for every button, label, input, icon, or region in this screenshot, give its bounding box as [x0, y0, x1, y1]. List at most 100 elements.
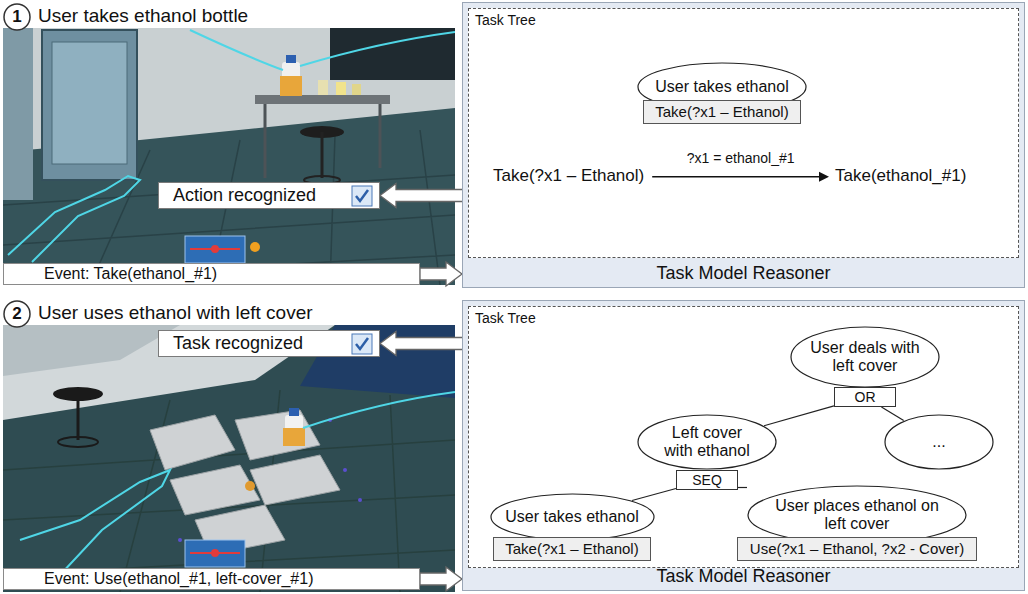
- bottle-label: [280, 76, 302, 96]
- cabinet-door: [52, 42, 127, 164]
- check-mark: [356, 190, 368, 201]
- step-number: 1: [3, 3, 31, 31]
- binding-text: ?x1 = ethanol_#1: [687, 150, 795, 166]
- step-title: User uses ethanol with left cover: [38, 302, 313, 324]
- task-ellipse: ...: [884, 414, 994, 470]
- task-tree-frame: User deals with left coverOR Left cover w…: [468, 306, 1019, 568]
- ellipse-outline: [791, 327, 939, 387]
- node-text: Task Tree: [475, 12, 536, 28]
- particle-dot: [358, 498, 362, 502]
- wall-shelf: [330, 28, 455, 80]
- node-text: Take(?x1 – Ethanol): [655, 103, 788, 120]
- tree-link: [881, 407, 903, 421]
- step-number: 2: [3, 300, 31, 328]
- tree-link: [738, 487, 747, 488]
- task-ellipse: User takes ethanol: [490, 493, 655, 541]
- label-holder: User uses ethanol with left cover: [38, 302, 313, 324]
- reasoner-panel: User deals with left coverOR Left cover w…: [462, 300, 1025, 591]
- node-text: 2: [12, 304, 21, 324]
- cloth-cover: [150, 415, 235, 470]
- ellipse-outline: [491, 494, 654, 540]
- number-circle: [4, 4, 30, 30]
- node-text: Task Tree: [475, 310, 536, 326]
- cloth-cover: [250, 455, 340, 505]
- number-circle: [4, 301, 30, 327]
- cloth-cover: [170, 465, 260, 515]
- stool-ring: [58, 437, 98, 447]
- lab-cabinet: [42, 30, 137, 180]
- recognition-callout: Action recognized: [158, 182, 380, 209]
- node-text: User deals with left cover: [809, 339, 921, 376]
- check-icon: [351, 185, 373, 207]
- check-box: [352, 186, 372, 206]
- label-holder: ?x1 = ethanol_#1: [687, 150, 795, 166]
- node-text: Use(?x1 – Ethanol, ?x2 - Cover): [750, 540, 964, 557]
- node-text: 1: [12, 7, 21, 27]
- label-holder: User takes ethanol bottle: [38, 5, 248, 27]
- check-box: [352, 334, 372, 354]
- task-ellipse: User deals with left cover: [790, 326, 940, 388]
- formula-arrow: [469, 9, 1018, 257]
- ellipse-outline: [885, 415, 993, 469]
- bottle-cap: [289, 408, 299, 416]
- label-holder: Take(ethanol_#1): [835, 166, 966, 186]
- node-text: Action recognized: [173, 185, 316, 206]
- lab-floor: [3, 28, 455, 285]
- tree-link: [764, 406, 834, 426]
- formula-text: Take(?x1 – Ethanol): [493, 166, 644, 186]
- task-ellipse: User places ethanol on left cover: [747, 485, 967, 545]
- node-text: Task Model Reasoner: [656, 263, 830, 284]
- target-marker: [245, 481, 255, 491]
- stool-leg: [77, 394, 80, 440]
- bottle-label: [283, 428, 305, 446]
- lab-floor: [3, 325, 455, 592]
- controller-ray: [303, 392, 455, 428]
- hud-marker: [250, 242, 260, 252]
- node-text: SEQ: [692, 472, 722, 488]
- task-ellipse: Left cover with ethanol: [637, 414, 777, 470]
- node-text: OR: [855, 389, 876, 405]
- ellipse-outline: [638, 415, 776, 469]
- flow-arrow: [420, 262, 462, 286]
- node-text: Event: Use(ethanol_#1, left-cover_#1): [44, 570, 313, 588]
- flow-arrow: [420, 567, 462, 591]
- node-text: ...: [932, 433, 945, 451]
- operator-box: SEQ: [676, 470, 738, 490]
- vr-screenshot: [3, 325, 455, 592]
- recognition-callout: Task recognized: [158, 330, 380, 357]
- hud-panel: [185, 236, 245, 263]
- task-tree-frame: User takes ethanolTake(?x1 – Ethanol) Tas…: [468, 8, 1019, 258]
- particle-dot: [343, 468, 347, 472]
- node-text: User takes ethanol: [505, 508, 638, 526]
- vr-screenshot: [3, 28, 455, 285]
- action-box: Take(?x1 – Ethanol): [493, 537, 651, 561]
- reasoner-panel: User takes ethanolTake(?x1 – Ethanol) Tas…: [462, 2, 1025, 288]
- node-text: User takes ethanol: [655, 78, 788, 96]
- node-text: Take(?x1 – Ethanol): [505, 540, 638, 557]
- check-icon: [351, 333, 373, 355]
- step-title: User takes ethanol bottle: [38, 5, 248, 27]
- action-box: Take(?x1 – Ethanol): [643, 100, 801, 124]
- node-text: Task recognized: [173, 333, 303, 354]
- formula-text: Take(ethanol_#1): [835, 166, 966, 186]
- wall-ledge: [3, 325, 180, 376]
- hud-panel: [185, 540, 245, 567]
- node-text: Task Model Reasoner: [656, 566, 830, 587]
- small-bottle: [318, 80, 328, 95]
- formula-arrow-line: [652, 176, 820, 178]
- label-holder: Take(?x1 – Ethanol): [493, 166, 644, 186]
- operator-box: OR: [834, 387, 896, 407]
- small-bottle: [352, 84, 361, 95]
- cloth-cover: [235, 410, 320, 460]
- bottle-cap: [286, 55, 296, 63]
- node-text: Event: Take(ethanol_#1): [44, 265, 217, 283]
- flow-arrow: [380, 184, 468, 208]
- door-frame: [3, 28, 33, 200]
- check-mark: [356, 338, 368, 349]
- hud-dot: [211, 245, 219, 253]
- controller-ray: [190, 30, 455, 70]
- small-bottle: [336, 82, 346, 95]
- event-bar: Event: Use(ethanol_#1, left-cover_#1): [3, 568, 420, 590]
- formula-arrow-head: [819, 172, 829, 182]
